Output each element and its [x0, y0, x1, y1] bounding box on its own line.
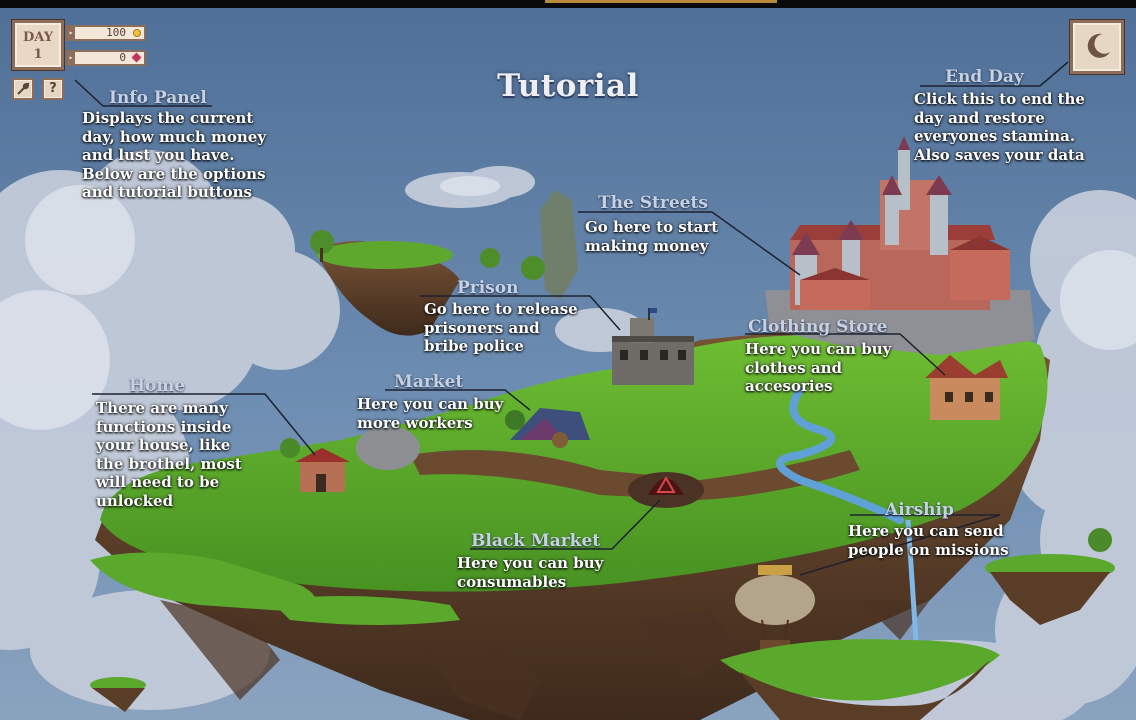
- black-market-cave: [628, 472, 704, 508]
- text-line: and tutorial buttons: [82, 183, 252, 201]
- text-line: more workers: [357, 413, 473, 432]
- lust-value: 0: [119, 51, 126, 64]
- day-number: 1: [33, 47, 43, 62]
- lust-display: ▸ 0: [66, 50, 146, 66]
- grey-boulder: [356, 426, 420, 470]
- river: [776, 386, 904, 524]
- text-line: prisoners and: [424, 318, 540, 337]
- text-line: day, how much money: [82, 127, 267, 146]
- lust-gem-icon: [131, 52, 142, 63]
- text-line: people on missions: [848, 540, 1009, 559]
- options-button[interactable]: [12, 78, 34, 100]
- text-line: Also saves your data: [914, 145, 1085, 164]
- market-title: Market: [394, 372, 464, 392]
- text-line: Go here to release: [424, 300, 578, 318]
- text-line: Displays the current: [82, 109, 254, 127]
- top-bar: [0, 0, 1136, 8]
- page-title: Tutorial: [497, 68, 639, 104]
- info-panel-text: Displays the current day, how much money…: [82, 109, 266, 202]
- text-line: Here you can buy: [357, 395, 504, 413]
- airship-island: [720, 639, 1000, 701]
- clothing-store-title: Clothing Store: [748, 317, 888, 337]
- home-title: Home: [129, 376, 186, 396]
- black-market-text: Here you can buy consumables: [457, 554, 603, 591]
- streets-text: Go here to start making money: [585, 218, 718, 255]
- text-line: Here you can buy: [457, 554, 604, 572]
- airship-text: Here you can send people on missions: [848, 522, 1009, 559]
- text-line: day and restore: [914, 108, 1045, 127]
- market-tent: [505, 408, 590, 448]
- tiny-island: [90, 677, 146, 712]
- home-text: There are many functions inside your hou…: [96, 399, 242, 510]
- text-line: accesories: [745, 377, 833, 395]
- text-line: and lust you have.: [82, 146, 235, 164]
- grass-ledge: [90, 552, 315, 612]
- text-line: Go here to start: [585, 218, 719, 236]
- wrench-icon: [17, 82, 30, 95]
- text-line: your house, like: [96, 436, 231, 454]
- black-market-title: Black Market: [471, 531, 601, 551]
- market-text: Here you can buy more workers: [357, 395, 503, 432]
- text-line: There are many: [96, 399, 228, 417]
- prison-building: [612, 308, 694, 385]
- clothing-store-building: [925, 355, 1008, 420]
- money-display: ▸ 100: [66, 25, 146, 41]
- text-line: making money: [585, 236, 709, 255]
- text-line: Here you can buy: [745, 340, 892, 358]
- day-label: DAY: [23, 30, 53, 45]
- end-day-title: End Day: [945, 67, 1024, 87]
- prison-title: Prison: [457, 278, 519, 298]
- airship-island-rock: [740, 660, 990, 720]
- help-icon: ?: [49, 81, 57, 96]
- top-bar-accent: [545, 0, 777, 3]
- day-badge: DAY 1: [12, 20, 64, 70]
- info-panel-title: Info Panel: [109, 88, 207, 108]
- text-line: the brothel, most: [96, 454, 242, 473]
- text-line: Below are the options: [82, 164, 266, 183]
- grass-ledge-2: [270, 596, 460, 625]
- text-line: everyones stamina.: [914, 127, 1076, 145]
- end-day-text: Click this to end the day and restore ev…: [914, 90, 1085, 164]
- rock-spire: [540, 190, 578, 300]
- text-line: Click this to end the: [914, 90, 1085, 108]
- prison-text: Go here to release prisoners and bribe p…: [424, 300, 578, 356]
- streets-title: The Streets: [598, 193, 708, 213]
- text-line: will need to be: [96, 473, 220, 491]
- text-line: bribe police: [424, 337, 524, 355]
- text-line: functions inside: [96, 417, 232, 436]
- cliff-shading: [160, 600, 930, 720]
- ridge: [410, 450, 860, 500]
- money-value: 100: [106, 26, 126, 39]
- right-small-island: [985, 528, 1115, 625]
- moon-icon: [1087, 33, 1110, 58]
- coin-icon: [133, 29, 141, 37]
- lust-arrow-icon: ▸: [67, 52, 75, 64]
- end-day-button[interactable]: [1070, 20, 1124, 74]
- money-arrow-icon: ▸: [67, 27, 75, 39]
- text-line: clothes and: [745, 358, 842, 377]
- text-line: unlocked: [96, 491, 174, 510]
- text-line: consumables: [457, 572, 567, 591]
- text-line: Here you can send: [848, 522, 1004, 540]
- cloud-highlights: [0, 176, 1136, 430]
- airship-title: Airship: [885, 500, 954, 520]
- clothing-store-text: Here you can buy clothes and accesories: [745, 340, 891, 396]
- tutorial-button[interactable]: ?: [42, 78, 64, 100]
